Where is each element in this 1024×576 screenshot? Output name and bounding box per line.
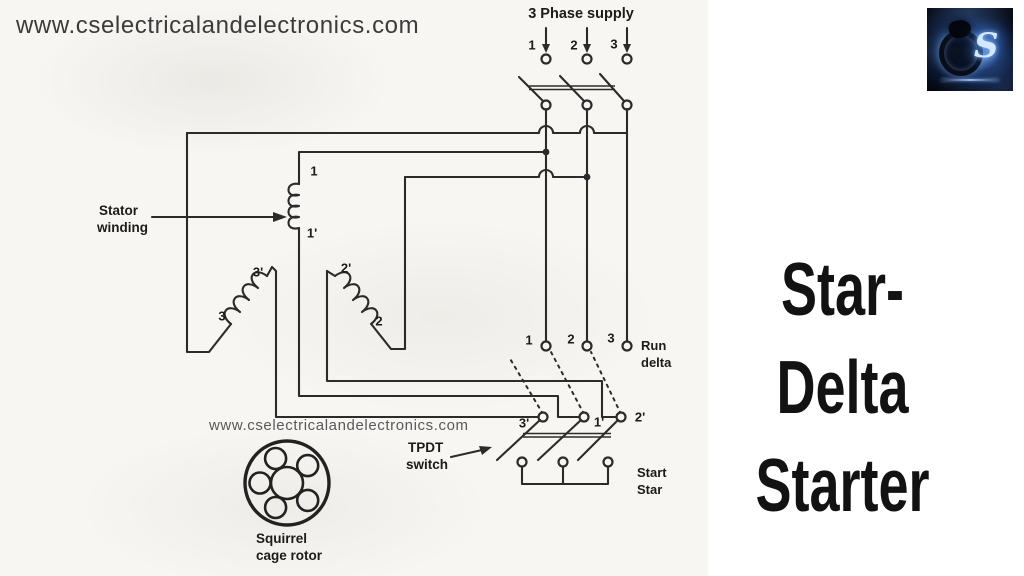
supply-arrows [542, 26, 631, 53]
run-contact-3-label: 3 [607, 330, 615, 346]
page-title: Star-Delta Starter [740, 240, 945, 534]
pole-3p-label: 3' [518, 415, 530, 431]
page-title-line1: Star-Delta [776, 247, 909, 429]
stator-label-line1: Stator [99, 203, 139, 218]
winding-2-wiring [325, 168, 619, 419]
supply-phase-2-label: 2 [570, 37, 578, 53]
winding1-top-terminal-label: 1 [310, 163, 318, 179]
run-contact-2-label: 2 [567, 331, 575, 347]
tpdt-label-line1: TPDT [408, 440, 444, 455]
run-contact-1-label: 1 [525, 332, 533, 348]
winding-3-wiring [185, 124, 629, 419]
tpdt-switch [495, 340, 633, 486]
winding2-top-terminal-label: 2' [340, 260, 352, 276]
start-star-label-line2: Star [637, 482, 663, 497]
winding1-bottom-terminal-label: 1' [306, 225, 318, 241]
page-title-line2: Starter [755, 443, 930, 527]
squirrel-cage-rotor [243, 439, 331, 527]
logo-monogram-s: S [974, 26, 999, 66]
rotor-label-line1: Squirrel [256, 531, 308, 546]
stator-winding-arrow [150, 212, 287, 222]
winding2-bottom-terminal-label: 2 [375, 313, 383, 329]
rotor-label-line2: cage rotor [256, 548, 323, 563]
cs-logo: S [927, 8, 1013, 91]
scanned-paper-background [0, 0, 708, 576]
winding3-top-terminal-label: 3' [252, 264, 264, 280]
diagram-watermark: www.cselectricalandelectronics.com [209, 417, 469, 434]
supply-heading-label: 3 Phase supply [528, 5, 634, 22]
tpdt-label-line2: switch [406, 457, 449, 472]
pole-1p-label: 1' [593, 414, 605, 430]
stator-label-line2: winding [97, 220, 148, 235]
pole-2p-label: 2' [634, 409, 646, 425]
winding3-bottom-terminal-label: 3 [218, 308, 226, 324]
winding-1-wiring [287, 148, 582, 419]
site-url-header: www.cselectricalandelectronics.com [16, 12, 420, 39]
run-delta-label-line2: delta [641, 355, 672, 370]
supply-knife-switch [517, 53, 633, 111]
phase-feeder-lines [544, 107, 629, 343]
right-panel-background [708, 0, 1024, 576]
tpdt-pointer-arrow [449, 446, 492, 459]
logo-caption-glow-line [941, 79, 999, 81]
supply-phase-1-label: 1 [528, 37, 536, 53]
supply-phase-3-label: 3 [610, 36, 618, 52]
run-delta-label-line1: Run [641, 338, 667, 353]
start-star-label-line1: Start [637, 465, 667, 480]
